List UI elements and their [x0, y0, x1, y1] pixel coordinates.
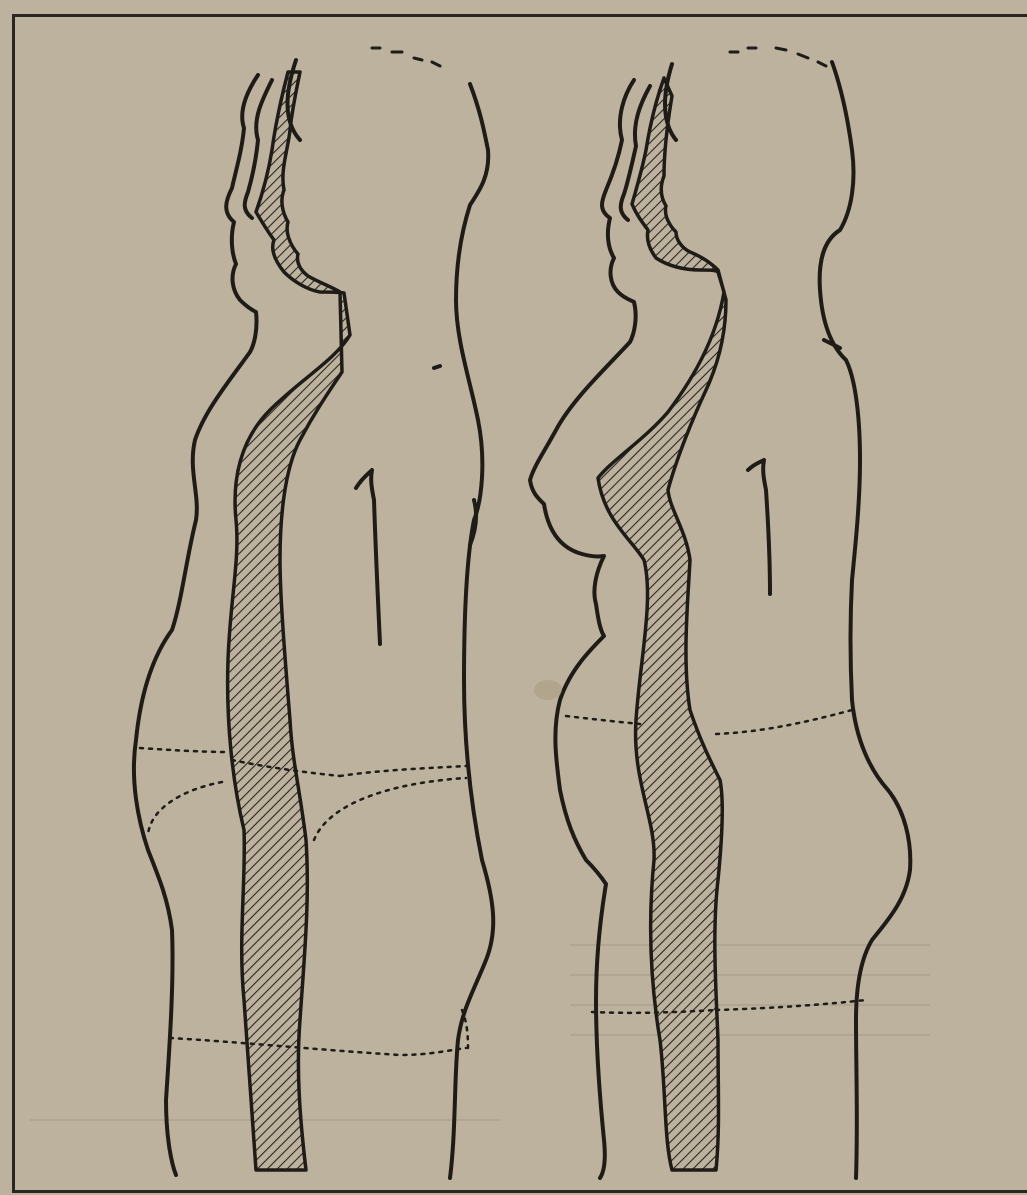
left-chest-mark — [434, 366, 440, 368]
right-scalp-dashes — [730, 48, 826, 66]
paper-stain — [534, 680, 562, 700]
right-scapula-stroke — [748, 460, 770, 594]
right-silhouette — [530, 48, 910, 1178]
left-scapula-stroke — [356, 470, 380, 644]
right-spine-band — [598, 78, 726, 1170]
left-scalp-dashes — [372, 48, 440, 66]
left-spine-band — [228, 72, 350, 1170]
left-silhouette — [134, 48, 493, 1178]
